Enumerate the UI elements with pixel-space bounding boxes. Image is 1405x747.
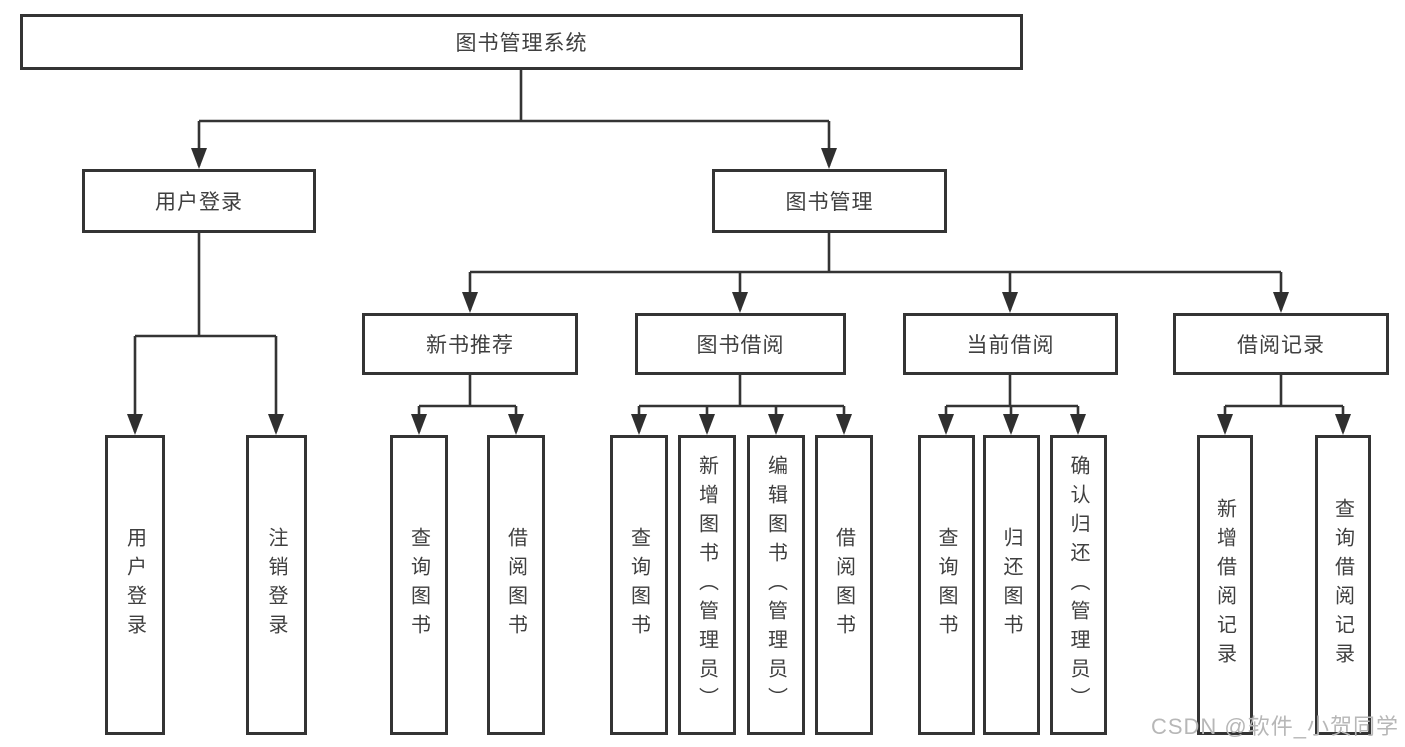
leaf-label: 用户登录: [123, 527, 146, 643]
leaf-borrow-books: 借阅图书: [815, 435, 873, 735]
leaf-label: 借阅图书: [832, 527, 855, 643]
leaf-label: 查询图书: [407, 527, 430, 643]
leaf-label: 编辑图书（管理员）: [764, 454, 787, 716]
leaf-borrow-books-recommend: 借阅图书: [487, 435, 545, 735]
leaf-label: 查询借阅记录: [1331, 498, 1354, 672]
leaf-query-borrow-record: 查询借阅记录: [1315, 435, 1371, 735]
leaf-user-login: 用户登录: [105, 435, 165, 735]
leaf-add-borrow-record: 新增借阅记录: [1197, 435, 1253, 735]
leaf-confirm-return-admin: 确认归还（管理员）: [1050, 435, 1107, 735]
leaf-edit-books-admin: 编辑图书（管理员）: [747, 435, 805, 735]
leaf-add-books-admin: 新增图书（管理员）: [678, 435, 736, 735]
leaf-label: 查询图书: [935, 527, 957, 643]
leaf-label: 归还图书: [1000, 527, 1022, 643]
node-user-login: 用户登录: [82, 169, 316, 233]
node-borrow-records: 借阅记录: [1173, 313, 1389, 375]
leaf-label: 借阅图书: [504, 527, 527, 643]
leaf-return-books: 归还图书: [983, 435, 1040, 735]
leaf-label: 注销登录: [265, 527, 287, 643]
node-new-book-recommend: 新书推荐: [362, 313, 578, 375]
leaf-label: 确认归还（管理员）: [1067, 454, 1089, 716]
leaf-logout: 注销登录: [246, 435, 307, 735]
csdn-watermark: CSDN @软件_小贺同学: [1150, 714, 1399, 739]
leaf-label: 新增图书（管理员）: [695, 454, 718, 716]
node-root: 图书管理系统: [20, 14, 1023, 70]
node-book-borrow: 图书借阅: [635, 313, 846, 375]
node-current-borrow: 当前借阅: [903, 313, 1118, 375]
leaf-query-books-current: 查询图书: [918, 435, 975, 735]
leaf-query-books-recommend: 查询图书: [390, 435, 448, 735]
leaf-label: 新增借阅记录: [1213, 498, 1236, 672]
leaf-label: 查询图书: [627, 527, 650, 643]
node-book-management: 图书管理: [712, 169, 947, 233]
leaf-query-books-borrow: 查询图书: [610, 435, 668, 735]
